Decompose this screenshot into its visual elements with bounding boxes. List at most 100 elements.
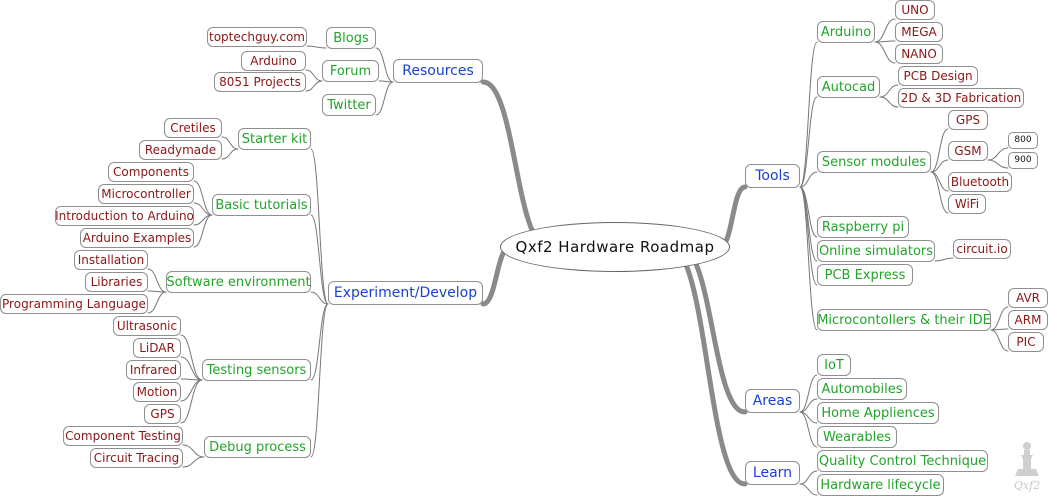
node-automobiles[interactable]: Automobiles bbox=[817, 378, 907, 400]
leaf-gsm-900[interactable]: 900 bbox=[1008, 152, 1038, 169]
leaf-motion[interactable]: Motion bbox=[133, 382, 181, 402]
leaf-gsm[interactable]: GSM bbox=[948, 141, 988, 161]
connector-line bbox=[375, 81, 394, 116]
connector-line bbox=[930, 159, 949, 173]
connector-line bbox=[799, 171, 818, 188]
node-forum[interactable]: Forum bbox=[322, 60, 379, 82]
connector-line bbox=[305, 80, 323, 92]
leaf-components[interactable]: Components bbox=[108, 162, 194, 182]
connector-line bbox=[934, 257, 954, 262]
leaf-microcontroller[interactable]: Microcontroller bbox=[98, 184, 194, 204]
connector-line bbox=[193, 214, 213, 248]
leaf-nano[interactable]: NANO bbox=[895, 44, 943, 64]
node-testing-sensors[interactable]: Testing sensors bbox=[202, 359, 311, 381]
node-software-environment[interactable]: Software environment bbox=[166, 271, 311, 293]
connector-line bbox=[221, 136, 239, 150]
node-twitter[interactable]: Twitter bbox=[322, 94, 376, 116]
connector-line bbox=[310, 148, 329, 305]
node-blogs[interactable]: Blogs bbox=[326, 27, 376, 49]
leaf-ultrasonic[interactable]: Ultrasonic bbox=[113, 316, 181, 336]
connector-line bbox=[874, 18, 896, 43]
connector-line bbox=[180, 334, 203, 381]
qxf2-logo: Qxf2 bbox=[1014, 442, 1040, 492]
leaf-pcb-design[interactable]: PCB Design bbox=[898, 66, 978, 86]
leaf-forum-arduino[interactable]: Arduino bbox=[241, 51, 306, 71]
connector-line bbox=[799, 483, 818, 496]
connector-line bbox=[147, 291, 167, 314]
connector-line bbox=[930, 128, 949, 173]
connector-line bbox=[930, 171, 949, 192]
node-hardware-lifecycle[interactable]: Hardware lifecycle bbox=[817, 474, 944, 496]
leaf-pic[interactable]: PIC bbox=[1008, 332, 1044, 352]
branch-learn[interactable]: Learn bbox=[745, 461, 800, 485]
node-wearables[interactable]: Wearables bbox=[817, 426, 897, 448]
node-microcontrollers-ide[interactable]: Microcontollers & their IDE bbox=[817, 309, 991, 331]
leaf-arm[interactable]: ARM bbox=[1008, 310, 1048, 330]
branch-resources[interactable]: Resources bbox=[393, 59, 483, 83]
connector-line bbox=[306, 45, 327, 49]
leaf-readymade[interactable]: Readymade bbox=[139, 140, 222, 160]
connector-line bbox=[375, 47, 394, 83]
leaf-circuit-io[interactable]: circuit.io bbox=[953, 239, 1011, 259]
connector-line bbox=[193, 180, 213, 216]
node-autocad[interactable]: Autocad bbox=[817, 76, 880, 98]
leaf-gps-sensor[interactable]: GPS bbox=[144, 404, 181, 424]
connector-line bbox=[193, 202, 213, 216]
logo-text: Qxf2 bbox=[1014, 479, 1040, 492]
leaf-avr[interactable]: AVR bbox=[1008, 288, 1048, 308]
connector-line bbox=[221, 148, 239, 160]
leaf-libraries[interactable]: Libraries bbox=[85, 272, 148, 292]
connector-line bbox=[180, 379, 203, 402]
leaf-arduino-examples[interactable]: Arduino Examples bbox=[80, 228, 194, 248]
node-basic-tutorials[interactable]: Basic tutorials bbox=[212, 194, 311, 216]
connector-line bbox=[987, 159, 1009, 169]
connector-line bbox=[180, 379, 203, 424]
leaf-uno[interactable]: UNO bbox=[895, 0, 935, 20]
leaf-toptechguy[interactable]: toptechguy.com bbox=[207, 27, 307, 47]
connector-line bbox=[799, 96, 818, 188]
leaf-lidar[interactable]: LiDAR bbox=[133, 338, 181, 358]
connector-line bbox=[987, 147, 1009, 161]
connector-line bbox=[799, 41, 818, 188]
node-raspberry-pi[interactable]: Raspberry pi bbox=[817, 216, 909, 238]
connector-line bbox=[879, 96, 899, 108]
node-starter-kit[interactable]: Starter kit bbox=[238, 128, 311, 150]
root-node[interactable]: Qxf2 Hardware Roadmap bbox=[500, 222, 730, 272]
connector-line bbox=[990, 306, 1009, 331]
leaf-component-testing[interactable]: Component Testing bbox=[63, 426, 183, 446]
leaf-wifi[interactable]: WiFi bbox=[948, 194, 986, 214]
leaf-gps-module[interactable]: GPS bbox=[948, 110, 988, 130]
leaf-gsm-800[interactable]: 800 bbox=[1008, 132, 1038, 149]
leaf-bluetooth[interactable]: Bluetooth bbox=[948, 172, 1012, 192]
leaf-cretiles[interactable]: Cretiles bbox=[164, 118, 222, 138]
connector-line bbox=[799, 186, 818, 331]
leaf-installation[interactable]: Installation bbox=[74, 250, 148, 270]
connector-line bbox=[310, 303, 329, 381]
branch-experiment-develop[interactable]: Experiment/Develop bbox=[328, 281, 483, 305]
connector-line bbox=[310, 291, 329, 305]
leaf-programming-language[interactable]: Programming Language bbox=[0, 294, 148, 314]
leaf-2d-3d-fabrication[interactable]: 2D & 3D Fabrication bbox=[898, 88, 1024, 108]
node-home-appliences[interactable]: Home Appliences bbox=[817, 402, 939, 424]
branch-tools[interactable]: Tools bbox=[745, 164, 800, 188]
connector-line bbox=[182, 444, 205, 458]
connector-line bbox=[180, 356, 203, 381]
leaf-mega[interactable]: MEGA bbox=[895, 22, 943, 42]
node-debug-process[interactable]: Debug process bbox=[204, 436, 311, 458]
leaf-infrared[interactable]: Infrared bbox=[126, 360, 181, 380]
connector-line bbox=[990, 329, 1009, 352]
connector-line bbox=[879, 84, 899, 98]
node-online-simulators[interactable]: Online simulators bbox=[817, 240, 935, 262]
connector-line bbox=[305, 69, 323, 82]
leaf-8051-projects[interactable]: 8051 Projects bbox=[214, 72, 306, 92]
leaf-introduction-to-arduino[interactable]: Introduction to Arduino bbox=[55, 206, 194, 226]
leaf-circuit-tracing[interactable]: Circuit Tracing bbox=[90, 448, 183, 468]
node-pcb-express[interactable]: PCB Express bbox=[817, 264, 913, 286]
node-iot[interactable]: IoT bbox=[817, 354, 851, 376]
connector-line bbox=[310, 303, 329, 458]
connector-line bbox=[874, 41, 896, 64]
node-sensor-modules[interactable]: Sensor modules bbox=[817, 151, 931, 173]
node-quality-control-technique[interactable]: Quality Control Technique bbox=[817, 450, 988, 472]
branch-areas[interactable]: Areas bbox=[745, 389, 800, 413]
node-arduino[interactable]: Arduino bbox=[817, 21, 875, 43]
